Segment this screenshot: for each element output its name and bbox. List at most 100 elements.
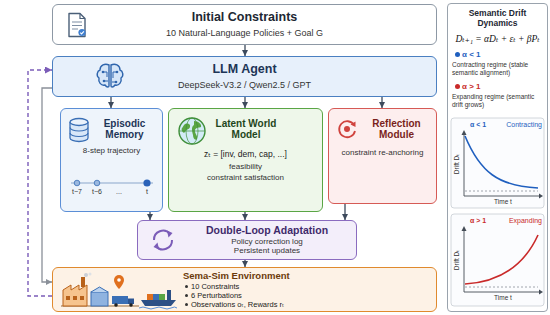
y-axis [464, 230, 465, 292]
panel-title: Semantic Drift Dynamics [451, 9, 544, 29]
flow-arrow [244, 97, 245, 108]
factory-window [80, 296, 84, 300]
box-title: Latent World Model [210, 118, 282, 140]
axis-arrow [539, 290, 543, 295]
axis-arrow [539, 194, 543, 199]
input-box: Initial Constraints10 Natural-Language P… [52, 4, 437, 45]
time-step: ... [109, 188, 129, 196]
box-title: Double-Loop Adaptation [186, 224, 348, 237]
box-title: Initial Constraints [63, 10, 426, 26]
feedback-arrow [28, 70, 52, 296]
flow-arrow [110, 97, 111, 108]
box-subtitle: DeepSeek-V3.2 / Qwen2.5 / GPT [63, 80, 426, 92]
adaptation-box: Double-Loop AdaptationPolicy correction … [137, 220, 357, 260]
time-step: t−6 [87, 188, 107, 196]
reflection-icon [336, 118, 358, 140]
timeline-step [94, 180, 100, 186]
axis-arrow [462, 130, 467, 135]
bullet-item: 6 Perturbations [183, 291, 430, 300]
check-badge [78, 29, 85, 36]
globe-equator [179, 131, 205, 132]
ship-bridge [167, 290, 171, 300]
box-body: constraint satisfaction [174, 173, 317, 183]
module-box: Reflection Module constraint re-anchoring [328, 108, 437, 204]
brain-circuit [103, 72, 117, 82]
cylinder-top [70, 119, 88, 126]
page-lines [72, 22, 82, 29]
warehouse-roof [91, 287, 108, 292]
regime-condition: α > 1 [462, 82, 480, 92]
chimney [81, 277, 85, 287]
flow-arrow [149, 212, 150, 220]
flow-arrow [381, 97, 382, 108]
box-title: LLM Agent [63, 62, 426, 78]
circuit-dot [103, 80, 106, 83]
timeline-step [74, 180, 80, 186]
reflection-arc [339, 121, 355, 137]
document-icon [67, 12, 87, 38]
box-body: feasibility [174, 162, 317, 172]
box-body: Policy correction log [186, 237, 348, 247]
box-body: constraint re-anchoring [334, 148, 431, 158]
baseline [465, 191, 538, 192]
box-title: Reflection Module [362, 118, 431, 140]
expanding-curve [465, 235, 538, 284]
circuit-dot [102, 71, 105, 74]
page-outline [69, 14, 85, 37]
bullet-item: Observations oₜ, Rewards rₜ [183, 300, 430, 309]
chart-condition: α < 1 [470, 121, 498, 129]
regime-description: Contracting regime (stable semantic alig… [452, 61, 545, 77]
box-title: Episodic Memory [92, 118, 157, 140]
contracting-curve [465, 136, 538, 188]
brain-icon [95, 62, 125, 90]
baseline [465, 287, 538, 288]
time-step: t [137, 188, 157, 196]
chart-title: Contracting [500, 121, 542, 129]
chart-condition: α > 1 [470, 217, 498, 225]
reflection-arrowhead [351, 122, 356, 128]
location-pin-dot [117, 278, 121, 282]
box-body: Persistent updates [186, 246, 348, 256]
container [153, 294, 159, 300]
globe-icon [177, 116, 207, 146]
flow-arrow [244, 212, 245, 220]
x-axis [464, 196, 539, 197]
box-title: Sema-Sim Environment [183, 271, 430, 282]
page-fold [80, 14, 85, 19]
axis-label: Drift Dₜ [453, 142, 461, 186]
chart-title: Expanding [500, 217, 542, 225]
environment-box: Sema-Sim Environment10 Constraints6 Pert… [52, 267, 437, 312]
smoke [84, 273, 88, 277]
globe-land [192, 121, 201, 140]
timeline-current [143, 179, 150, 186]
cycle-arrowhead [167, 231, 173, 238]
supply-chain-illustration [59, 272, 179, 310]
cycle-icon [150, 227, 176, 253]
water-line [139, 307, 177, 309]
regime-description: Expanding regime (semantic drift grows) [452, 93, 545, 109]
axis-arrow [462, 226, 467, 231]
module-box: Latent World Model zₜ = [inv, dem, cap, .… [168, 108, 323, 212]
factory-window [66, 296, 70, 300]
flow-arrow [244, 45, 245, 56]
agent-box: LLM AgentDeepSeek-V3.2 / Qwen2.5 / GPT [52, 56, 437, 97]
module-box: Episodic Memory 8-step trajectory t−7t−6..… [60, 108, 163, 212]
chart-frame [451, 214, 544, 306]
truck-wheel [129, 303, 133, 307]
container [159, 294, 165, 300]
circuit-dot [115, 81, 118, 84]
truck-wheel [114, 303, 118, 307]
state-vector: zₜ = [inv, dem, cap, ...] [174, 149, 317, 159]
circuit-dot [116, 71, 119, 74]
smoke [89, 273, 92, 276]
database-icon [68, 117, 90, 143]
x-axis [464, 292, 539, 293]
box-body: 8-step trajectory [66, 146, 157, 156]
truck-cab [128, 299, 134, 305]
drift-equation: Dₜ₊₁ = αDₜ + εₜ + βPₜ [448, 34, 547, 45]
flow-arrow [244, 260, 245, 267]
axis-label: Drift Dₜ [453, 238, 461, 282]
time-step: t−7 [67, 188, 87, 196]
cycle-arrowhead [154, 243, 160, 250]
regime-condition: α < 1 [462, 50, 480, 60]
